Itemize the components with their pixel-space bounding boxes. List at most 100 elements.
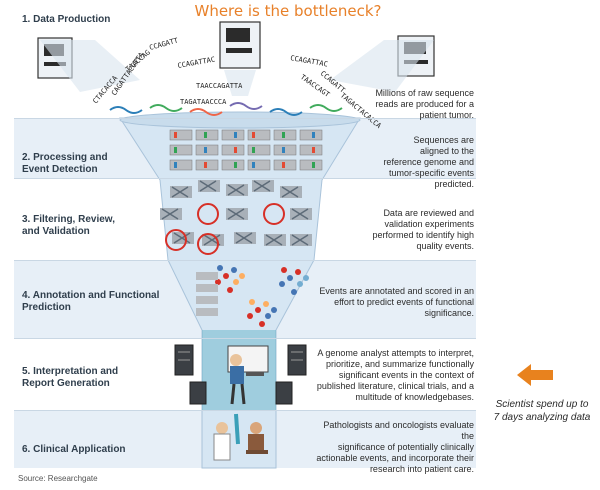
- desc-line: quality events.: [416, 241, 474, 251]
- alignment-block: [221, 129, 245, 141]
- alignment-block: [299, 144, 323, 156]
- sequence-read-label: CCAGATT: [148, 36, 179, 52]
- stage-6-label: 6. Clinical Application: [22, 444, 126, 456]
- read-fragment: [109, 106, 143, 114]
- desc-line: published literature, clinical trials, a…: [316, 381, 474, 391]
- stage-5-label-line: Report Generation: [22, 378, 110, 389]
- annotation-block: [196, 308, 218, 316]
- alignment-blocks: [169, 129, 323, 171]
- desc-line: A genome analyst attempts to interpret,: [317, 348, 474, 358]
- server-left-lower-icon: [189, 381, 207, 405]
- variant-mark: [252, 147, 255, 153]
- read-fragment: [189, 108, 223, 116]
- stage-5-description: A genome analyst attempts to interpret, …: [314, 348, 474, 403]
- stage-4-label: 4. Annotation and Functional Prediction: [22, 290, 159, 314]
- desc-line: actionable events, and incorporate their: [316, 453, 474, 463]
- network-node: [233, 279, 239, 285]
- cross-mark: [253, 180, 271, 192]
- desc-line: effort to predict events of functional: [334, 297, 474, 307]
- sequence-read-label: CCAGATTAC: [177, 56, 216, 70]
- network-node: [231, 267, 237, 273]
- variant-mark: [312, 132, 315, 138]
- note-line: Scientist spend up to: [495, 399, 589, 410]
- variant-mark: [174, 132, 177, 138]
- network-node: [287, 275, 293, 281]
- network-node: [239, 273, 245, 279]
- bottleneck-note: Scientist spend up to 7 days analyzing d…: [486, 398, 598, 424]
- alignment-block: [247, 129, 271, 141]
- network-node: [215, 279, 221, 285]
- desc-line: reads are produced for a: [375, 99, 474, 109]
- annotation-networks: [196, 265, 309, 327]
- variant-mark: [312, 162, 315, 168]
- stage-5-label: 5. Interpretation and Report Generation: [22, 366, 118, 390]
- stage-2-label: 2. Processing and Event Detection: [22, 152, 108, 176]
- stream-left: [40, 40, 140, 92]
- sequence-read-label: TAACCAGATTA: [196, 82, 243, 90]
- band-divider-2: [14, 118, 476, 119]
- desc-line: significance of potentially clinically: [337, 442, 474, 452]
- desc-line: multitude of knowledgebases.: [355, 392, 474, 402]
- network-node: [217, 265, 223, 271]
- stage-3-label-line: 3. Filtering, Review,: [22, 214, 115, 225]
- stage-2-description: Sequences are aligned to the reference g…: [314, 135, 474, 190]
- desc-line: Sequences are: [413, 135, 474, 145]
- variant-mark: [174, 147, 177, 153]
- annotation-block: [196, 296, 218, 304]
- network-node: [227, 287, 233, 293]
- stream-right: [330, 40, 434, 92]
- network-node: [265, 313, 271, 319]
- band-divider-6: [14, 410, 476, 411]
- read-fragment: [269, 108, 303, 116]
- cross-mark: [227, 184, 245, 196]
- alignment-block: [169, 159, 193, 171]
- stage-1-label-line: 1. Data Production: [22, 14, 111, 25]
- network-node: [303, 275, 309, 281]
- server-right-icon: [287, 344, 307, 376]
- cross-mark: [265, 234, 283, 246]
- network-node: [255, 307, 261, 313]
- desc-line: validation experiments: [384, 219, 474, 229]
- variant-mark: [234, 162, 237, 168]
- stage-3-label: 3. Filtering, Review, and Validation: [22, 214, 115, 238]
- network-node: [281, 267, 287, 273]
- cross-mark: [281, 186, 299, 198]
- diagram-title: Where is the bottleneck?: [194, 2, 382, 20]
- cross-mark: [173, 232, 191, 244]
- network-node: [271, 307, 277, 313]
- annotation-block: [196, 284, 218, 292]
- desc-line: significant events in the context of: [338, 370, 474, 380]
- cross-mark: [171, 186, 189, 198]
- desc-line: predicted.: [434, 179, 474, 189]
- cross-mark: [227, 208, 245, 220]
- variant-mark: [252, 132, 255, 138]
- desc-line: significance.: [424, 308, 474, 318]
- cross-mark: [199, 180, 217, 192]
- band-divider-5: [14, 338, 476, 339]
- annotation-block: [196, 272, 218, 280]
- doctors-figure: [213, 413, 268, 461]
- network-node: [279, 281, 285, 287]
- note-line: 7 days analyzing data: [493, 412, 591, 423]
- alignment-block: [221, 144, 245, 156]
- cross-mark: [291, 208, 309, 220]
- validated-circle: [263, 203, 285, 225]
- stage-6-description: Pathologists and oncologists evaluate th…: [314, 420, 474, 475]
- variant-mark: [204, 147, 207, 153]
- variant-mark: [252, 162, 255, 168]
- stage-5-label-line: 5. Interpretation and: [22, 366, 119, 377]
- analyst-figure: [227, 345, 269, 405]
- alignment-block: [299, 159, 323, 171]
- stage-1-description: Millions of raw sequence reads are produ…: [314, 88, 474, 121]
- network-node: [295, 269, 301, 275]
- desc-line: Millions of raw sequence: [375, 88, 474, 98]
- desc-line: performed to identify high: [372, 230, 474, 240]
- network-node: [249, 299, 255, 305]
- variant-mark: [282, 162, 285, 168]
- desc-line: patient tumor.: [419, 110, 474, 120]
- desc-line: research into patient care.: [369, 464, 474, 474]
- variant-mark: [312, 147, 315, 153]
- desc-line: reference genome and: [383, 157, 474, 167]
- desc-line: Data are reviewed and: [383, 208, 474, 218]
- validated-circle: [197, 203, 219, 225]
